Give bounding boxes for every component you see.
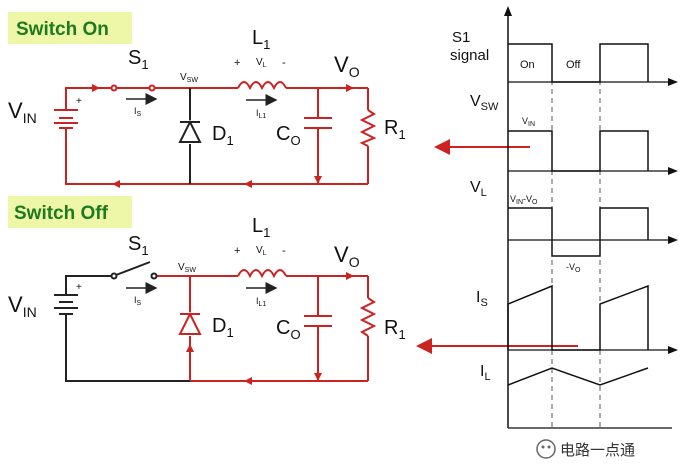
top-capacitor: [304, 117, 332, 129]
svg-text:VIN: VIN: [8, 98, 37, 126]
svg-text:IL1: IL1: [256, 296, 266, 308]
top-diode: [178, 88, 202, 184]
svg-text:VL: VL: [256, 57, 267, 69]
watermark: 电路一点通: [536, 439, 635, 459]
svg-text:signal: signal: [450, 47, 489, 64]
top-inductor: [237, 81, 287, 91]
svg-text:D1: D1: [212, 123, 234, 148]
svg-text:VL: VL: [470, 179, 487, 199]
bottom-capacitor: [304, 315, 332, 327]
svg-text:IS: IS: [134, 295, 142, 307]
wave-s1: S1 signal On Off: [450, 29, 678, 86]
svg-text:R1: R1: [384, 117, 406, 142]
switch-off-tag: Switch Off: [14, 203, 109, 224]
svg-text:+: +: [234, 245, 240, 257]
svg-text:VIN: VIN: [8, 292, 37, 320]
svg-text:CO: CO: [276, 123, 301, 148]
waveforms: S1 signal On Off VSW VIN VL VIN-VO -VO: [450, 6, 678, 429]
bottom-inductor: [237, 269, 287, 279]
svg-text:L1: L1: [252, 27, 270, 52]
svg-text:VIN-VO: VIN-VO: [510, 194, 538, 206]
svg-text:-: -: [282, 245, 286, 257]
svg-text:IS: IS: [134, 106, 142, 118]
svg-text:VL: VL: [256, 245, 267, 257]
svg-text:VSW: VSW: [470, 93, 499, 113]
svg-text:VSW: VSW: [180, 72, 198, 84]
bottom-diode: [178, 311, 202, 335]
svg-text:On: On: [520, 59, 535, 71]
svg-text:R1: R1: [384, 317, 406, 342]
svg-text:CO: CO: [276, 317, 301, 342]
svg-text:D1: D1: [212, 315, 234, 340]
top-switch: [110, 84, 156, 92]
wave-il: IL: [480, 363, 672, 429]
bottom-battery: [54, 294, 78, 315]
top-resistor: [359, 109, 377, 147]
svg-text:+: +: [76, 96, 82, 107]
svg-text:VO: VO: [334, 52, 360, 80]
svg-text:L1: L1: [252, 215, 270, 240]
wave-is: IS: [476, 284, 678, 354]
svg-text:+: +: [234, 57, 240, 69]
switch-on-circuit: Switch On +: [8, 12, 406, 188]
svg-text:+: +: [76, 282, 82, 293]
wave-vl: VL VIN-VO -VO: [470, 179, 678, 274]
svg-text:S1: S1: [452, 29, 470, 46]
bottom-resistor: [359, 297, 377, 337]
svg-text:-: -: [282, 57, 286, 69]
top-battery: [54, 109, 78, 129]
switch-on-tag-bg: [8, 12, 132, 44]
svg-text:IL: IL: [480, 363, 491, 383]
svg-text:VO: VO: [334, 242, 360, 270]
svg-text:电路一点通: 电路一点通: [560, 441, 635, 459]
svg-text:IS: IS: [476, 289, 488, 309]
svg-text:-VO: -VO: [566, 262, 581, 274]
bottom-switch: [110, 261, 158, 280]
svg-text:VSW: VSW: [178, 262, 196, 274]
svg-text:S1: S1: [128, 233, 149, 258]
bottom-wires: [156, 275, 369, 382]
svg-text:VIN: VIN: [522, 116, 535, 128]
switch-off-tag-bg: [8, 196, 132, 228]
wave-vsw: VSW VIN: [470, 93, 678, 175]
switch-on-tag: Switch On: [16, 19, 109, 40]
switch-off-circuit: Switch Off +: [8, 196, 406, 385]
svg-text:IL1: IL1: [256, 108, 266, 120]
svg-text:S1: S1: [128, 47, 149, 72]
svg-text:Off: Off: [566, 59, 581, 71]
